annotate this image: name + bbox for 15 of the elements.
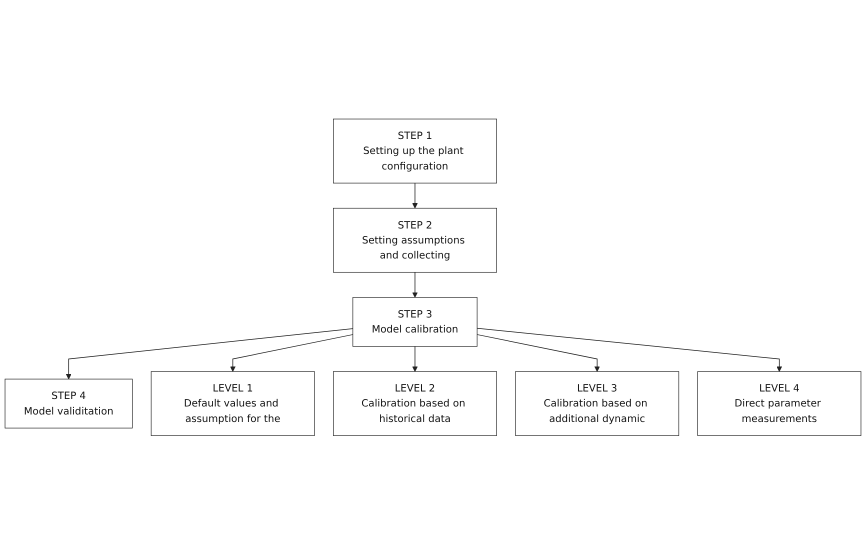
- arrow: [66, 328, 354, 380]
- node-box: LEVEL 3 Calibration based on additional dynamic: [515, 371, 680, 436]
- node-box: STEP 3 Model calibration: [352, 297, 478, 347]
- arrow: [476, 328, 782, 372]
- arrow: [412, 272, 418, 298]
- arrow: [230, 334, 354, 372]
- node-box: LEVEL 1 Default values and assumption for the: [150, 371, 315, 436]
- arrow: [412, 346, 418, 372]
- node-box: STEP 1 Setting up the plant configuration: [333, 118, 497, 184]
- node-box: STEP 4 Model validitation: [4, 378, 133, 429]
- arrow: [412, 182, 418, 209]
- node-box: LEVEL 2 Calibration based on historical data: [333, 371, 497, 436]
- node-box: STEP 2 Setting assumptions and collecting: [333, 208, 497, 273]
- arrow: [476, 334, 600, 372]
- node-box: LEVEL 4 Direct parameter measurements: [697, 371, 862, 436]
